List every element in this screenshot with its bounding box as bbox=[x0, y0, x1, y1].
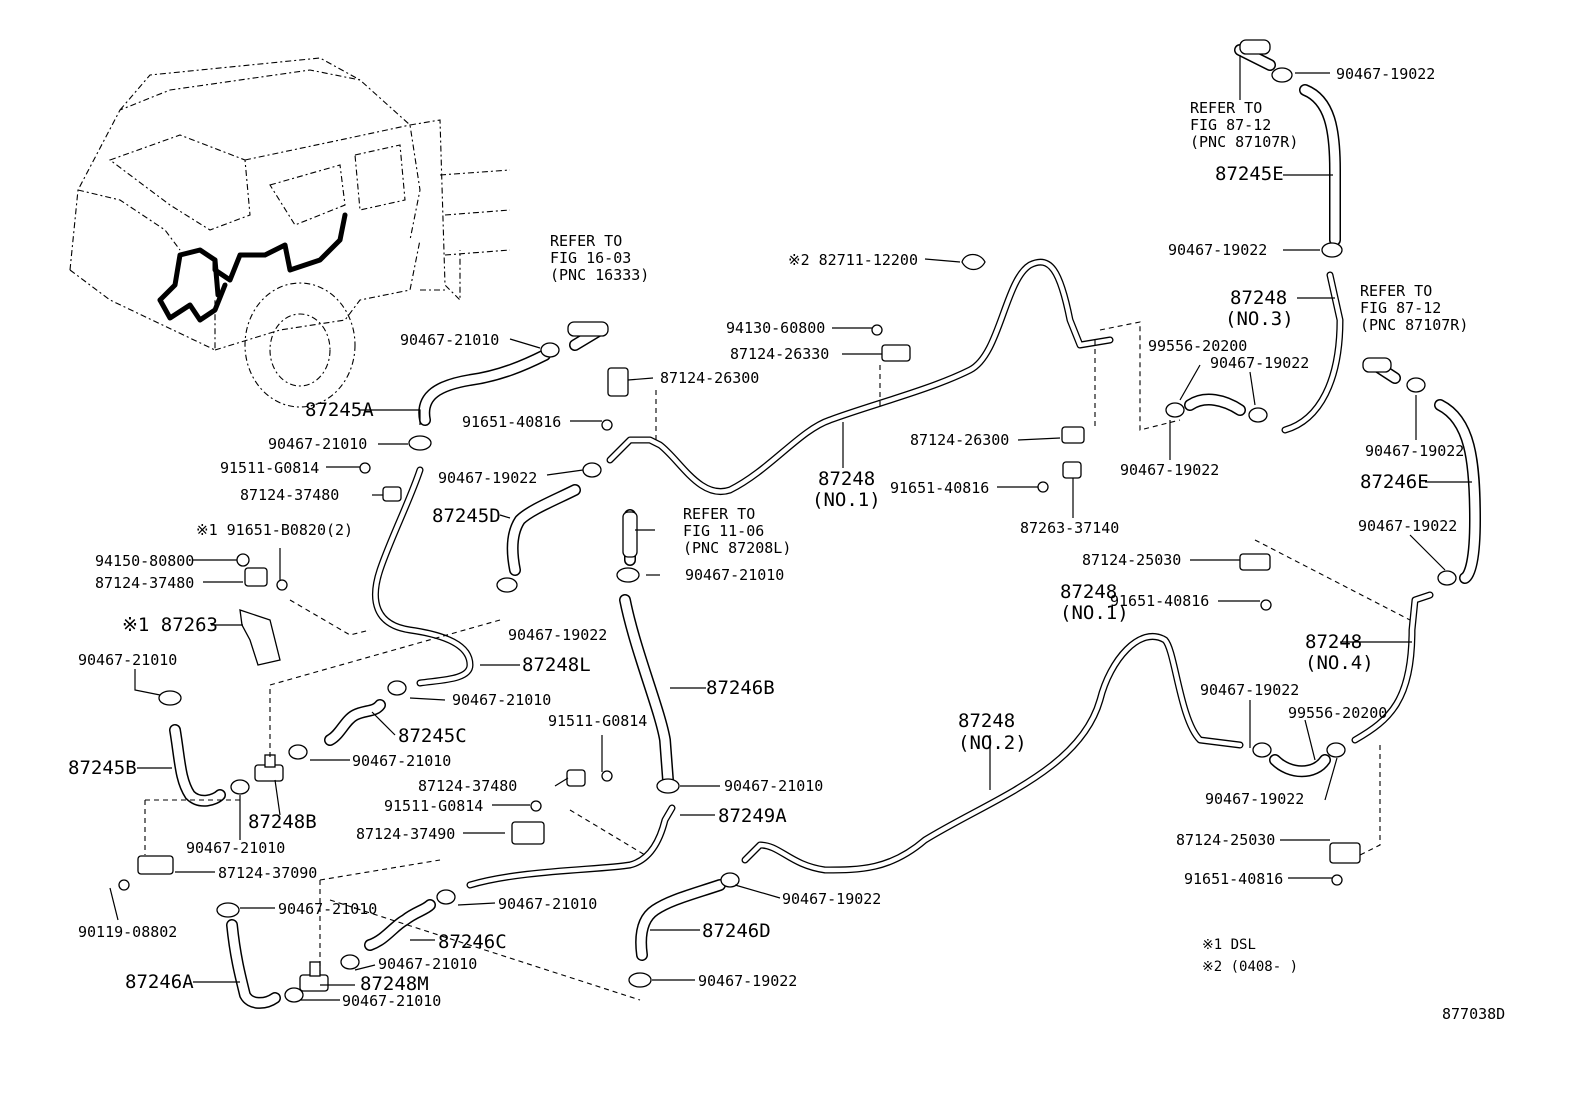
label-87124-37480-b: 87124-37480 bbox=[95, 574, 194, 592]
label-87246B: 87246B bbox=[706, 677, 775, 699]
label-87248L: 87248L bbox=[522, 654, 591, 676]
label-87248-no2-a: 87248 bbox=[958, 710, 1015, 732]
label-90467-21010-c: 90467-21010 bbox=[78, 651, 177, 669]
refer-11-06-line2: FIG 11-06 bbox=[683, 522, 764, 540]
label-99556-a: 99556-20200 bbox=[1148, 337, 1247, 355]
label-94130: 94130-60800 bbox=[726, 319, 825, 337]
label-87124-26300-b: 87124-26300 bbox=[910, 431, 1009, 449]
leader-lines bbox=[109, 55, 1472, 1001]
label-87248-no3-b: (NO.3) bbox=[1225, 308, 1294, 330]
label-91651-B0820: ※1 91651-B0820(2) bbox=[196, 521, 353, 539]
label-87246E: 87246E bbox=[1360, 471, 1429, 493]
refer-16-03-line1: REFER TO bbox=[550, 232, 622, 250]
refer-87-12-right-line1: REFER TO bbox=[1360, 282, 1432, 300]
label-87248B: 87248B bbox=[248, 811, 317, 833]
part-labels: REFER TO FIG 16-03 (PNC 16333) 90467-190… bbox=[68, 65, 1505, 1023]
label-87245D: 87245D bbox=[432, 505, 501, 527]
label-87246D: 87246D bbox=[702, 920, 771, 942]
refer-87-12-top-line1: REFER TO bbox=[1190, 99, 1262, 117]
label-87245C: 87245C bbox=[398, 725, 467, 747]
label-91651-40816-b: 91651-40816 bbox=[890, 479, 989, 497]
label-87248-no3-a: 87248 bbox=[1230, 287, 1287, 309]
hose-geometry bbox=[169, 44, 1481, 1009]
label-91511-G0814-a: 91511-G0814 bbox=[220, 459, 319, 477]
label-87124-26300-a: 87124-26300 bbox=[660, 369, 759, 387]
label-90467-21010-i: 90467-21010 bbox=[498, 895, 597, 913]
label-94150: 94150-80800 bbox=[95, 552, 194, 570]
label-90467-21010-j: 90467-21010 bbox=[378, 955, 477, 973]
note-dsl: ※1 DSL bbox=[1202, 937, 1256, 953]
refer-11-06-line1: REFER TO bbox=[683, 505, 755, 523]
label-90467-21010-b: 90467-21010 bbox=[268, 435, 367, 453]
label-87124-25030-a: 87124-25030 bbox=[1082, 551, 1181, 569]
label-90467-19022-g: 90467-19022 bbox=[1120, 461, 1219, 479]
label-91511-G0814-c: 91511-G0814 bbox=[384, 797, 483, 815]
label-90467-19022-j: 90467-19022 bbox=[508, 626, 607, 644]
label-90467-21010-a: 90467-21010 bbox=[400, 331, 499, 349]
label-90467-21010-e: 90467-21010 bbox=[352, 752, 451, 770]
label-90467-19022-e2: 90467-19022 bbox=[1168, 241, 1267, 259]
label-87249A: 87249A bbox=[718, 805, 787, 827]
label-87124-37480-a: 87124-37480 bbox=[240, 486, 339, 504]
figure-code: 877038D bbox=[1442, 1005, 1505, 1023]
label-91651-40816-a: 91651-40816 bbox=[462, 413, 561, 431]
label-87124-25030-b: 87124-25030 bbox=[1176, 831, 1275, 849]
label-87248-no1-top-a: 87248 bbox=[818, 468, 875, 490]
label-87245A: 87245A bbox=[305, 399, 374, 421]
label-91651-40816-c: 91651-40816 bbox=[1110, 592, 1209, 610]
label-87246C: 87246C bbox=[438, 931, 507, 953]
refer-87-12-right-line3: (PNC 87107R) bbox=[1360, 316, 1468, 334]
label-87263: ※1 87263 bbox=[122, 614, 218, 636]
refer-87-12-top-line3: (PNC 87107R) bbox=[1190, 133, 1298, 151]
label-90467-19022-d: 90467-19022 bbox=[438, 469, 537, 487]
label-82711: ※2 82711-12200 bbox=[788, 251, 918, 269]
label-87124-37490: 87124-37490 bbox=[356, 825, 455, 843]
label-90467-21010-refer: 90467-21010 bbox=[685, 566, 784, 584]
label-90467-19022-i: 90467-19022 bbox=[1358, 517, 1457, 535]
label-87263-37140: 87263-37140 bbox=[1020, 519, 1119, 537]
label-90467-21010-g: 90467-21010 bbox=[724, 777, 823, 795]
refer-16-03-line3: (PNC 16333) bbox=[550, 266, 649, 284]
refer-87-12-right-line2: FIG 87-12 bbox=[1360, 299, 1441, 317]
label-90467-21010-h: 90467-21010 bbox=[278, 900, 377, 918]
label-87124-37090: 87124-37090 bbox=[218, 864, 317, 882]
label-90467-19022-h: 90467-19022 bbox=[1365, 442, 1464, 460]
label-91651-40816-d: 91651-40816 bbox=[1184, 870, 1283, 888]
label-87248M: 87248M bbox=[360, 973, 429, 995]
label-90467-19022-f: 90467-19022 bbox=[1210, 354, 1309, 372]
label-90467-21010-f: 90467-21010 bbox=[186, 839, 285, 857]
label-90467-19022-k: 90467-19022 bbox=[1200, 681, 1299, 699]
label-87124-37480-c: 87124-37480 bbox=[418, 777, 517, 795]
label-90467-19022-l: 90467-19022 bbox=[1205, 790, 1304, 808]
truck-illustration bbox=[69, 57, 511, 408]
label-90467-19022-m: 90467-19022 bbox=[782, 890, 881, 908]
label-87248-no1-mid-a: 87248 bbox=[1060, 581, 1117, 603]
label-87245E: 87245E bbox=[1215, 163, 1284, 185]
label-87124-26330: 87124-26330 bbox=[730, 345, 829, 363]
refer-87-12-top-line2: FIG 87-12 bbox=[1190, 116, 1271, 134]
label-87248-no1-mid-b: (NO.1) bbox=[1060, 602, 1129, 624]
label-90467-19022-top: 90467-19022 bbox=[1336, 65, 1435, 83]
label-90467-19022-n: 90467-19022 bbox=[698, 972, 797, 990]
label-87246A: 87246A bbox=[125, 971, 194, 993]
label-90119: 90119-08802 bbox=[78, 923, 177, 941]
label-90467-21010-d: 90467-21010 bbox=[452, 691, 551, 709]
label-99556-b: 99556-20200 bbox=[1288, 704, 1387, 722]
label-90467-21010-k: 90467-21010 bbox=[342, 992, 441, 1010]
label-87248-no4-a: 87248 bbox=[1305, 631, 1362, 653]
reference-lines bbox=[144, 321, 1411, 1001]
label-87245B: 87245B bbox=[68, 757, 137, 779]
refer-16-03-line2: FIG 16-03 bbox=[550, 249, 631, 267]
label-87248-no2-b: (NO.2) bbox=[958, 732, 1027, 754]
label-87248-no1-top-b: (NO.1) bbox=[812, 489, 881, 511]
note-date: ※2 (0408- ) bbox=[1202, 959, 1298, 975]
clamps bbox=[118, 39, 1457, 1003]
label-91511-G0814-b: 91511-G0814 bbox=[548, 712, 647, 730]
label-87248-no4-b: (NO.4) bbox=[1305, 652, 1374, 674]
refer-11-06-line3: (PNC 87208L) bbox=[683, 539, 791, 557]
